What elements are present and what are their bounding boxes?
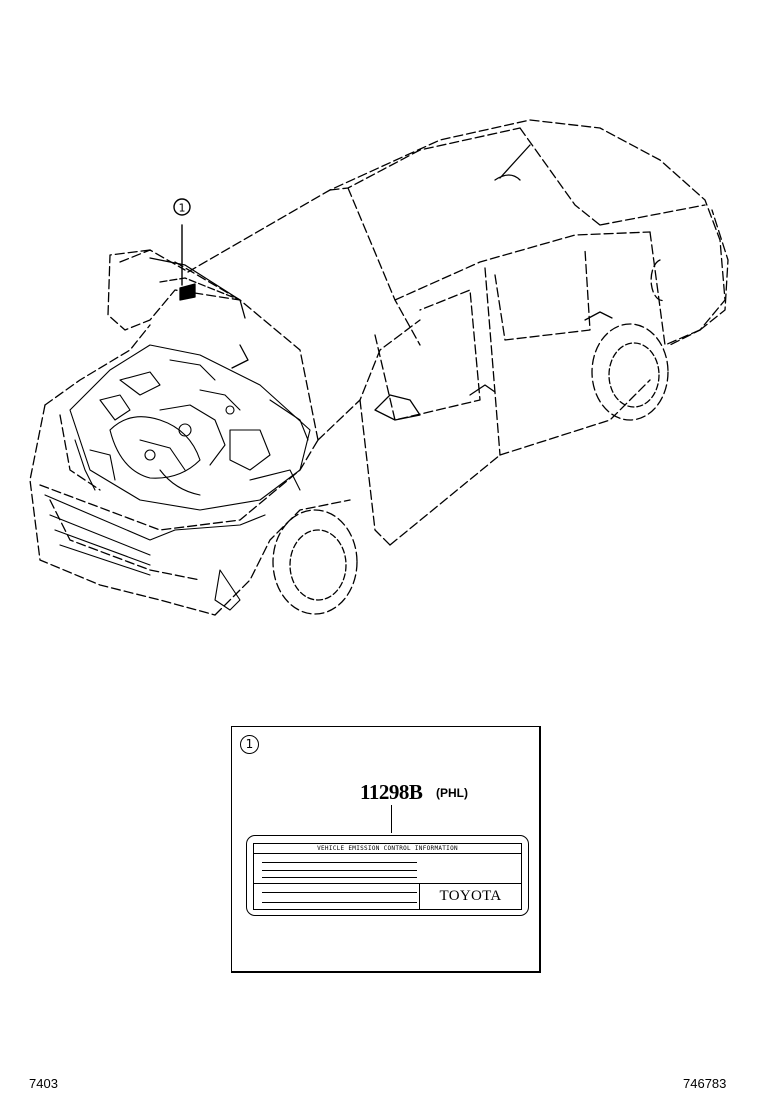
label-frame: VEHICLE EMISSION CONTROL INFORMATION TOY… [253, 843, 522, 910]
part-number: 11298B [360, 780, 423, 804]
text-placeholder-line [262, 892, 417, 893]
open-hood [149, 257, 249, 369]
antenna [494, 144, 531, 181]
front-wheel [272, 509, 358, 615]
text-placeholder-line [262, 862, 417, 863]
illustration-callout-number: 1 [179, 202, 186, 215]
car-illustration: 1 [29, 119, 729, 616]
emission-label: VEHICLE EMISSION CONTROL INFORMATION TOY… [246, 835, 529, 916]
footer-code-right: 746783 [683, 1076, 727, 1091]
front-grille [44, 494, 266, 611]
part-suffix: (PHL) [436, 786, 468, 800]
rear-wheel [591, 323, 669, 421]
text-placeholder-line [262, 870, 417, 871]
leader-line [391, 805, 392, 833]
callout-marker: 1 [240, 735, 259, 754]
text-placeholder-line [262, 877, 417, 878]
label-divider [254, 883, 521, 884]
side-mirror [374, 394, 421, 421]
text-placeholder-line [262, 902, 417, 903]
body-outline [29, 119, 729, 616]
label-heading: VEHICLE EMISSION CONTROL INFORMATION [254, 844, 521, 854]
callout-panel: 1 11298B (PHL) VEHICLE EMISSION CONTROL … [231, 726, 541, 973]
footer-code-left: 7403 [29, 1076, 58, 1091]
illustration-callout-1: 1 [173, 198, 191, 216]
engine-bay [69, 344, 311, 511]
brand-box: TOYOTA [419, 883, 521, 909]
